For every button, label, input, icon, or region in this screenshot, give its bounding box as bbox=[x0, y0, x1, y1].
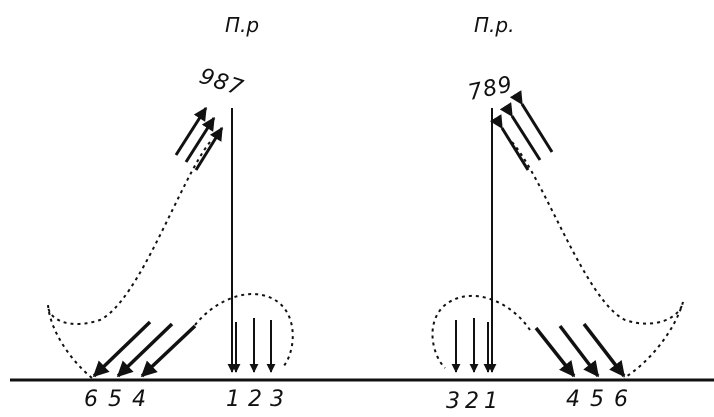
left-top-digits: 9 8 7 bbox=[196, 64, 246, 101]
right-top-digit-7: 7 bbox=[466, 79, 485, 106]
right-bottom-digit-3: 3 bbox=[446, 389, 460, 412]
right-bottom-digit-5: 5 bbox=[590, 387, 604, 412]
right-diagram: П.р. 7 8 9 3 2 1 4 5 6 bbox=[431, 13, 684, 414]
right-reflected-arrow-7 bbox=[489, 114, 530, 171]
right-dotted-loop bbox=[431, 295, 531, 369]
left-diagram: П.р 9 8 7 6 5 4 1 2 3 bbox=[47, 13, 294, 412]
left-reflected-arrow-8 bbox=[184, 116, 216, 163]
left-arrow-6 bbox=[92, 320, 152, 378]
left-arrow-4 bbox=[140, 324, 197, 378]
right-reflected-arrow-8 bbox=[499, 102, 542, 161]
right-top-digit-9: 9 bbox=[495, 72, 514, 99]
right-top-digits: 7 8 9 bbox=[466, 72, 514, 106]
right-reflected-arrow-9 bbox=[509, 90, 554, 153]
right-arrow-5 bbox=[558, 324, 600, 378]
left-bottom-digit-6: 6 bbox=[84, 387, 98, 412]
left-bottom-digit-1: 1 bbox=[226, 387, 240, 412]
left-bottom-digit-3: 3 bbox=[270, 387, 284, 412]
right-top-digit-8: 8 bbox=[481, 75, 500, 102]
right-arrow-6 bbox=[582, 322, 626, 378]
right-bottom-digit-4: 4 bbox=[566, 387, 580, 412]
left-reflected-arrow-9 bbox=[174, 106, 208, 156]
left-dotted-arc bbox=[47, 141, 211, 379]
left-dotted-loop bbox=[194, 293, 294, 369]
left-bottom-digit-5: 5 bbox=[108, 387, 122, 412]
left-arrow-5 bbox=[116, 322, 174, 378]
left-header: П.р bbox=[225, 13, 259, 37]
right-bottom-digit-6: 6 bbox=[614, 387, 628, 412]
right-bottom-digit-1: 1 bbox=[484, 389, 498, 412]
left-bottom-digit-4: 4 bbox=[132, 387, 146, 412]
left-reflected-arrow-7 bbox=[194, 126, 224, 171]
right-arrow-4 bbox=[534, 326, 576, 378]
right-bottom-digit-2: 2 bbox=[465, 389, 479, 412]
left-bottom-digit-2: 2 bbox=[248, 387, 262, 412]
right-header: П.р. bbox=[474, 13, 514, 37]
